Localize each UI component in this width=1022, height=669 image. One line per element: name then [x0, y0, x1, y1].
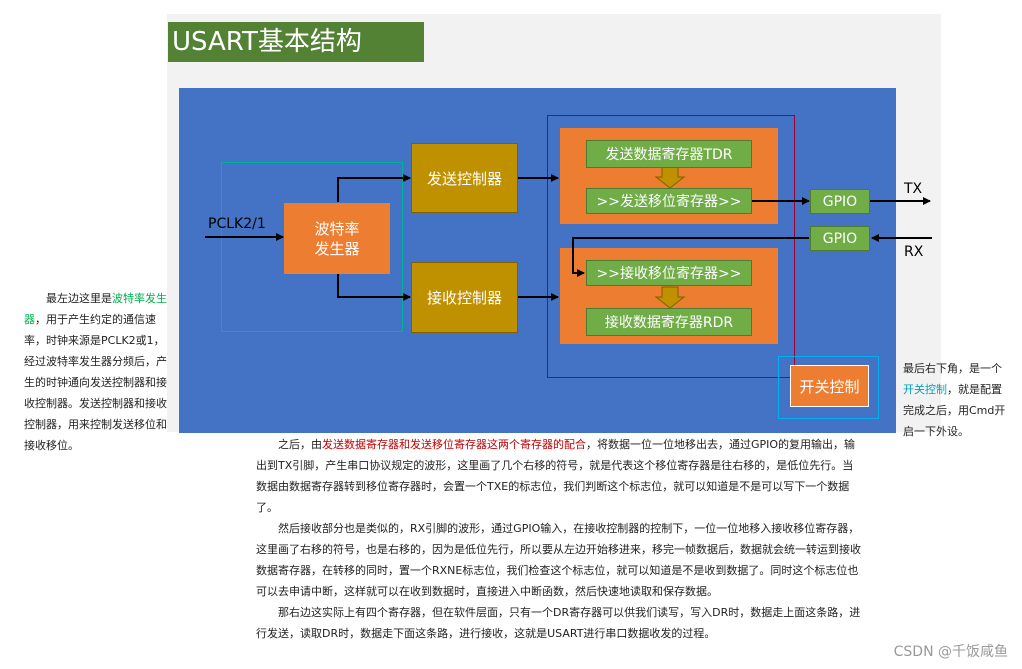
- switch-control: 开关控制: [790, 365, 869, 407]
- tx-controller-label: 发送控制器: [426, 169, 502, 188]
- right-note-pre: 最后右下角，是一个: [903, 362, 1002, 375]
- paragraph-2: 然后接收部分也是类似的，RX引脚的波形，通过GPIO输入，在接收控制器的控制下，…: [256, 522, 861, 598]
- p1-pre: 之后，由: [278, 438, 322, 451]
- paragraph-3: 那右边这实际上有四个寄存器，但在软件层面，只有一个DR寄存器可以供我们读写，写入…: [256, 606, 861, 640]
- p1-post: ，将数据一位一位地移出去，通过GPIO的复用输出，输出到TX引脚，产生串口协议规…: [256, 438, 856, 514]
- left-note: 最左边这里是波特率发生器，用于产生约定的通信速率，时钟来源是PCLK2或1，经过…: [24, 288, 170, 456]
- gpio-rx: GPIO: [810, 226, 870, 251]
- rx-label: RX: [904, 244, 924, 260]
- left-note-pre: 最左边这里是: [46, 292, 112, 305]
- tx-shift-register: >>发送移位寄存器>>: [586, 188, 752, 214]
- gpio-tx-label: GPIO: [822, 193, 858, 210]
- tx-shift-register-label: >>发送移位寄存器>>: [596, 194, 742, 210]
- tx-controller: 发送控制器: [411, 143, 518, 213]
- right-note-highlight: 开关控制: [903, 383, 947, 396]
- rdr-register: 接收数据寄存器RDR: [586, 308, 752, 336]
- watermark: CSDN @千饭咸鱼: [893, 644, 1008, 660]
- p1-highlight: 发送数据寄存器和发送移位寄存器这两个寄存器的配合: [322, 438, 586, 451]
- right-note-post: ，就是配置完成之后，用Cmd开启一下外设。: [903, 383, 1006, 438]
- baud-rate-generator: 波特率 发生器: [284, 203, 390, 274]
- tx-label: TX: [904, 181, 923, 197]
- tdr-register: 发送数据寄存器TDR: [586, 140, 752, 168]
- paragraph-1: 之后，由发送数据寄存器和发送移位寄存器这两个寄存器的配合，将数据一位一位地移出去…: [256, 434, 864, 518]
- left-note-post: ，用于产生约定的通信速率，时钟来源是PCLK2或1，经过波特率发生器分频后，产生…: [24, 313, 167, 452]
- right-note: 最后右下角，是一个开关控制，就是配置完成之后，用Cmd开启一下外设。: [903, 358, 1007, 442]
- left-note-highlight: 波特率发生器: [24, 292, 167, 326]
- tdr-register-label: 发送数据寄存器TDR: [605, 147, 733, 163]
- rx-shift-register: >>接收移位寄存器>>: [586, 260, 752, 286]
- rx-shift-register-label: >>接收移位寄存器>>: [596, 266, 742, 282]
- gpio-tx: GPIO: [810, 189, 870, 214]
- slide-title: USART基本结构: [168, 22, 424, 62]
- baud-rate-generator-label: 波特率 发生器: [314, 219, 360, 258]
- rx-controller-label: 接收控制器: [426, 289, 502, 307]
- pclk-label: PCLK2/1: [208, 216, 266, 232]
- bottom-description: 之后，由发送数据寄存器和发送移位寄存器这两个寄存器的配合，将数据一位一位地移出去…: [256, 434, 864, 644]
- rx-controller: 接收控制器: [411, 262, 518, 333]
- gpio-rx-label: GPIO: [822, 230, 858, 247]
- switch-control-label: 开关控制: [799, 377, 860, 396]
- rdr-register-label: 接收数据寄存器RDR: [604, 315, 734, 331]
